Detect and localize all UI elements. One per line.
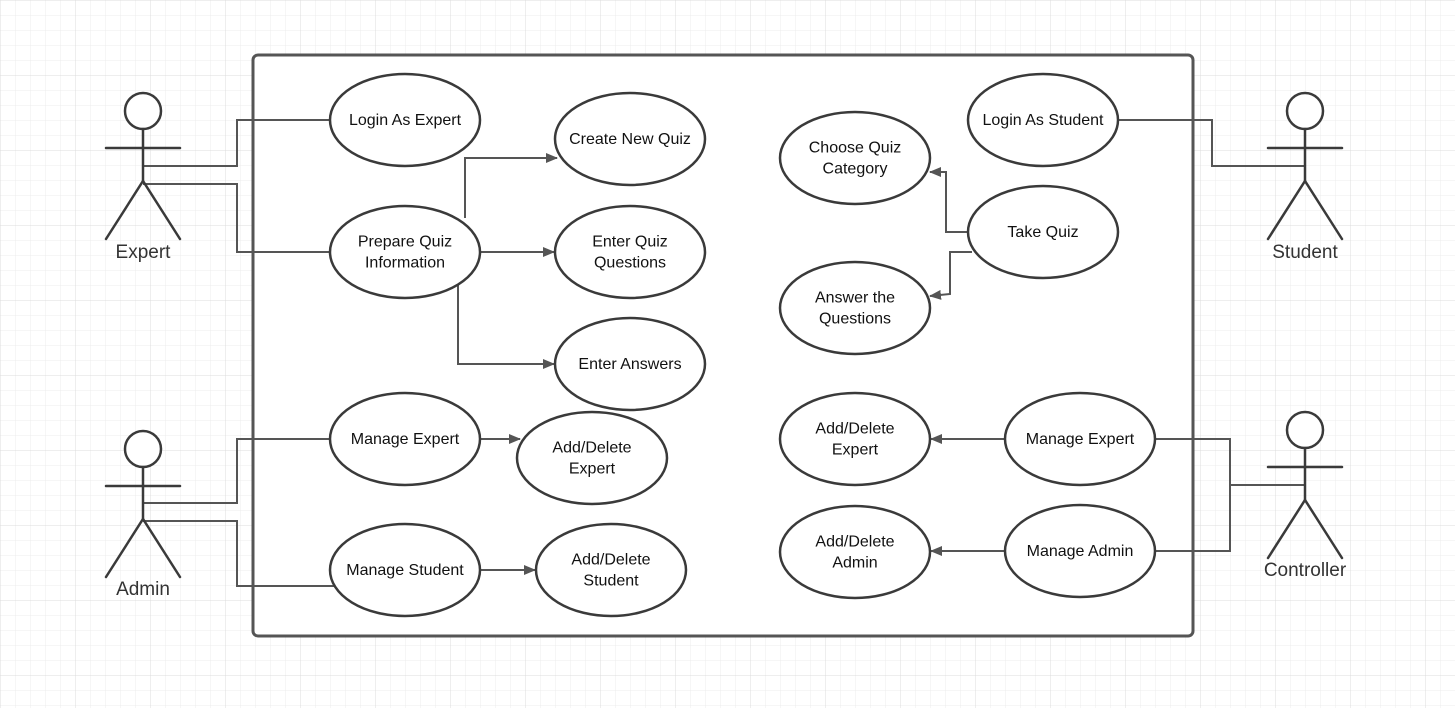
use-case-manage-expert-admin[interactable]: Manage Expert xyxy=(328,391,482,487)
use-case-label: Choose Quiz xyxy=(809,140,902,157)
association-student-login-as-student xyxy=(1118,119,1305,167)
use-case-ellipse xyxy=(778,504,932,600)
stick-figure-icon xyxy=(1266,410,1344,560)
use-case-manage-student[interactable]: Manage Student xyxy=(328,522,482,618)
arrow-prepare-quiz-information-to-create-new-quiz xyxy=(464,153,558,218)
association-expert-login-as-expert xyxy=(143,119,330,167)
use-case-manage-admin[interactable]: Manage Admin xyxy=(1003,503,1157,599)
use-case-label: Questions xyxy=(819,311,891,328)
use-case-label: Login As Expert xyxy=(349,112,462,129)
use-case-enter-answers[interactable]: Enter Answers xyxy=(553,316,707,412)
actor-student[interactable]: Student xyxy=(1266,91,1344,263)
arrow-take-quiz-to-answer-the-questions xyxy=(929,251,972,300)
use-case-label: Add/Delete xyxy=(571,552,650,569)
stick-figure-icon xyxy=(104,429,182,579)
use-case-label: Category xyxy=(823,161,888,178)
use-case-label: Prepare Quiz xyxy=(358,234,452,251)
use-case-label: Add/Delete xyxy=(815,421,894,438)
use-case-label: Enter Answers xyxy=(578,356,681,373)
actor-admin[interactable]: Admin xyxy=(104,429,182,600)
actor-label: Controller xyxy=(1264,560,1347,581)
use-case-ellipse xyxy=(534,522,688,618)
use-case-label: Admin xyxy=(832,555,877,572)
use-case-label: Enter Quiz xyxy=(592,234,668,251)
use-case-label: Manage Expert xyxy=(1026,431,1135,448)
use-case-label: Answer the xyxy=(815,290,895,307)
use-case-label: Add/Delete xyxy=(552,440,631,457)
actor-label: Expert xyxy=(116,242,172,263)
use-case-ellipse xyxy=(553,91,707,187)
use-case-login-as-student[interactable]: Login As Student xyxy=(966,72,1120,168)
association-admin-manage-expert-admin xyxy=(143,438,330,504)
use-case-label: Login As Student xyxy=(983,112,1105,129)
use-case-ellipse xyxy=(778,260,932,356)
use-case-label: Expert xyxy=(569,461,616,478)
use-case-label: Create New Quiz xyxy=(569,131,691,148)
use-case-ellipse xyxy=(328,391,482,487)
use-case-login-as-expert[interactable]: Login As Expert xyxy=(328,72,482,168)
association-controller-manage-admin xyxy=(1155,484,1305,552)
actor-label: Admin xyxy=(116,579,170,600)
use-case-ellipse xyxy=(778,391,932,487)
use-case-manage-expert-controller[interactable]: Manage Expert xyxy=(1003,391,1157,487)
use-case-ellipse xyxy=(778,110,932,206)
use-case-label: Manage Student xyxy=(346,562,464,579)
use-case-label: Manage Admin xyxy=(1027,543,1134,560)
use-case-label: Take Quiz xyxy=(1007,224,1078,241)
actor-label: Student xyxy=(1272,242,1338,263)
use-case-label: Expert xyxy=(832,442,879,459)
use-case-label: Student xyxy=(583,573,639,590)
actor-expert[interactable]: Expert xyxy=(104,91,182,263)
use-case-take-quiz[interactable]: Take Quiz xyxy=(966,184,1120,280)
association-expert-prepare-quiz-information xyxy=(143,183,330,253)
use-case-ellipse xyxy=(1003,503,1157,599)
arrow-prepare-quiz-information-to-enter-answers xyxy=(457,285,555,369)
use-case-label: Questions xyxy=(594,255,666,272)
use-case-ellipse xyxy=(328,204,482,300)
use-case-label: Information xyxy=(365,255,445,272)
stick-figure-icon xyxy=(104,91,182,241)
connector-layer xyxy=(143,119,1305,587)
actor-controller[interactable]: Controller xyxy=(1264,410,1347,581)
use-case-ellipse xyxy=(1003,391,1157,487)
use-case-label: Add/Delete xyxy=(815,534,894,551)
system-boundary xyxy=(251,53,1195,638)
stick-figure-icon xyxy=(1266,91,1344,241)
use-case-ellipse xyxy=(553,316,707,412)
use-case-ellipse xyxy=(966,184,1120,280)
use-case-create-new-quiz[interactable]: Create New Quiz xyxy=(553,91,707,187)
use-case-ellipse xyxy=(515,410,669,506)
use-case-label: Manage Expert xyxy=(351,431,460,448)
use-case-ellipse xyxy=(328,72,482,168)
arrow-take-quiz-to-choose-quiz-category xyxy=(929,167,968,233)
association-admin-manage-student xyxy=(143,520,334,587)
use-case-ellipse xyxy=(966,72,1120,168)
use-case-ellipse xyxy=(553,204,707,300)
use-case-ellipse xyxy=(328,522,482,618)
